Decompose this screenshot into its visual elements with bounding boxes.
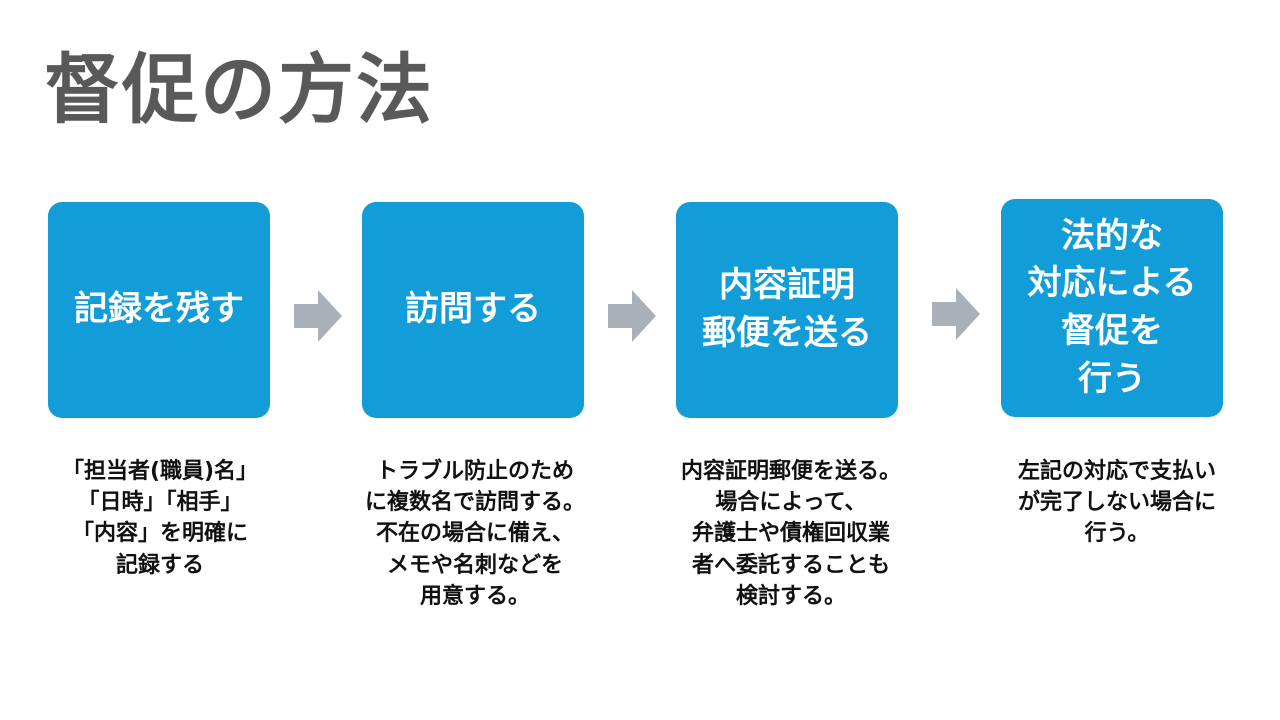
step-caption-record: 「担当者(職員)名」 「日時」「相手」 「内容」を明確に 記録する xyxy=(61,459,259,578)
step-label: 内容証明 郵便を送る xyxy=(702,265,872,353)
page-title: 督促の方法 xyxy=(44,45,434,134)
arrow-right-icon xyxy=(608,290,656,342)
step-caption-certified-mail: 内容証明郵便を送る。 場合によって、 弁護士や債権回収業 者へ委託することも 検… xyxy=(680,459,901,609)
step-box-certified-mail: 内容証明 郵便を送る xyxy=(676,202,898,418)
arrow-right-icon xyxy=(932,288,980,340)
step-box-visit: 訪問する xyxy=(362,202,584,418)
step-caption-legal-action: 左記の対応で支払い が完了しない場合に 行う。 xyxy=(1017,459,1216,547)
step-caption-visit: トラブル防止のため に複数名で訪問する。 不在の場合に備え、 メモや名刺などを … xyxy=(364,459,585,609)
arrow-right-icon xyxy=(294,290,342,342)
step-label: 記録を残す xyxy=(74,289,244,330)
step-label: 法的な 対応による 督促を 行う xyxy=(1027,215,1197,399)
step-label: 訪問する xyxy=(405,289,541,330)
step-box-record: 記録を残す xyxy=(48,202,270,418)
step-box-legal-action: 法的な 対応による 督促を 行う xyxy=(1001,199,1223,417)
